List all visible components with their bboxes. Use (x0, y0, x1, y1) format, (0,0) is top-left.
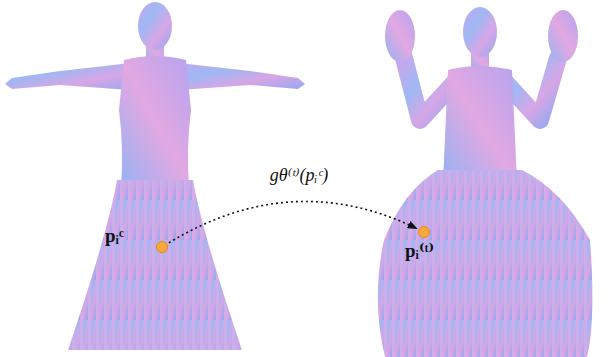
point-label: pᵢᶜ (105, 226, 124, 247)
canonical-avatar (5, 2, 305, 350)
posed-avatar (378, 7, 593, 357)
edge-label: gθ⁽ᵗ⁾(pᵢᶜ) (268, 166, 330, 186)
point-marker: pᵢᶜ (156, 241, 168, 253)
point-label: pᵢ⁽ᵗ⁾ (405, 241, 434, 262)
warp-arrow (169, 201, 417, 242)
point-marker: pᵢ⁽ᵗ⁾ (418, 226, 430, 238)
